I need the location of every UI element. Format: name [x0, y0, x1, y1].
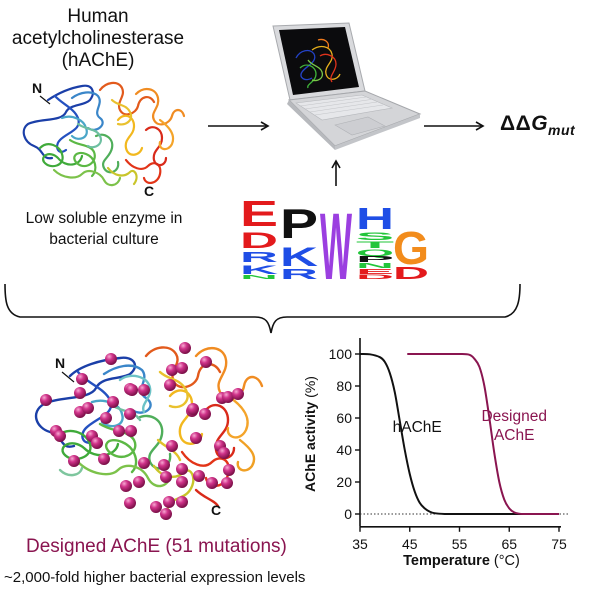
y-tick-label: 80: [336, 378, 352, 394]
series-line-0: [359, 352, 559, 516]
logo-letter-N: N: [240, 274, 278, 281]
designed-ache-caption: Designed AChE (51 mutations): [26, 536, 287, 557]
series-label-1: Designed: [481, 408, 547, 425]
title-line-3: (hAChE): [61, 50, 135, 71]
title-line-1: Human: [67, 6, 129, 27]
sequence-logo-letters: E D R K N P K R W H S T Q P N E D G D: [240, 193, 429, 300]
mutation-spheres: [40, 342, 244, 520]
designed-c-terminus-label: C: [211, 502, 222, 518]
protein-ribbon-icon: [22, 81, 186, 187]
logo-letter-K: K: [280, 242, 319, 272]
y-tick-label: 60: [336, 410, 352, 426]
n-terminus-pointer: [61, 371, 75, 383]
x-tick-label: 55: [452, 536, 468, 552]
delta-delta-symbol: ΔΔ: [500, 112, 532, 135]
logo-letter-E: E: [240, 193, 278, 234]
mut-subscript: mut: [548, 122, 576, 138]
wild-type-title: Human acetylcholinesterase (hAChE): [0, 6, 196, 72]
x-tick-label: 75: [551, 536, 567, 552]
series-line-1: [407, 352, 559, 516]
logo-letter-K: K: [240, 263, 279, 277]
logo-letter-Q: Q: [356, 248, 394, 259]
series-label-1: AChE: [494, 427, 535, 444]
n-terminus-pointer: [39, 95, 51, 105]
logo-letter-R: R: [240, 250, 278, 266]
logo-letter-D: D: [356, 273, 394, 280]
wt-n-terminus-label: N: [32, 80, 43, 96]
logo-letter-N: N: [356, 262, 394, 270]
y-tick-label: 0: [344, 506, 352, 522]
series-label-0: hAChE: [393, 419, 442, 436]
logo-letter-D: D: [393, 264, 429, 283]
logo-letter-S: S: [356, 230, 394, 243]
logo-letter-E: E: [356, 268, 394, 276]
caption-line-2: bacterial culture: [49, 231, 159, 248]
g-symbol: G: [531, 112, 549, 135]
logo-letter-W: W: [320, 194, 352, 300]
x-tick-label: 35: [352, 536, 368, 552]
logo-letter-T: T: [356, 240, 396, 251]
designed-n-terminus-label: N: [55, 355, 66, 371]
x-axis-label: Temperature (°C): [403, 553, 520, 569]
logo-letter-G: G: [393, 223, 429, 274]
y-tick-label: 40: [336, 442, 352, 458]
x-tick-label: 45: [402, 536, 418, 552]
chart-series: [359, 352, 559, 516]
logo-letter-P: P: [356, 255, 394, 264]
wild-type-caption: Low soluble enzyme in bacterial culture: [0, 208, 208, 250]
caption-line-1: Low soluble enzyme in: [25, 210, 183, 227]
y-tick-label: 20: [336, 474, 352, 490]
ddg-mut-label: ΔΔGmut: [500, 112, 575, 138]
logo-letter-D: D: [240, 228, 278, 253]
wt-c-terminus-label: C: [144, 183, 155, 199]
x-tick-label: 65: [501, 536, 517, 552]
expression-caption: ~2,000-fold higher bacterial expression …: [4, 569, 306, 586]
y-axis-label: AChE activity (%): [302, 376, 318, 492]
logo-letter-P: P: [280, 202, 318, 248]
protein-ribbon-icon: [34, 346, 264, 510]
logo-letter-R: R: [280, 267, 318, 283]
title-line-2: acetylcholinesterase: [11, 28, 185, 49]
y-tick-label: 100: [329, 346, 353, 362]
logo-letter-H: H: [356, 202, 394, 236]
